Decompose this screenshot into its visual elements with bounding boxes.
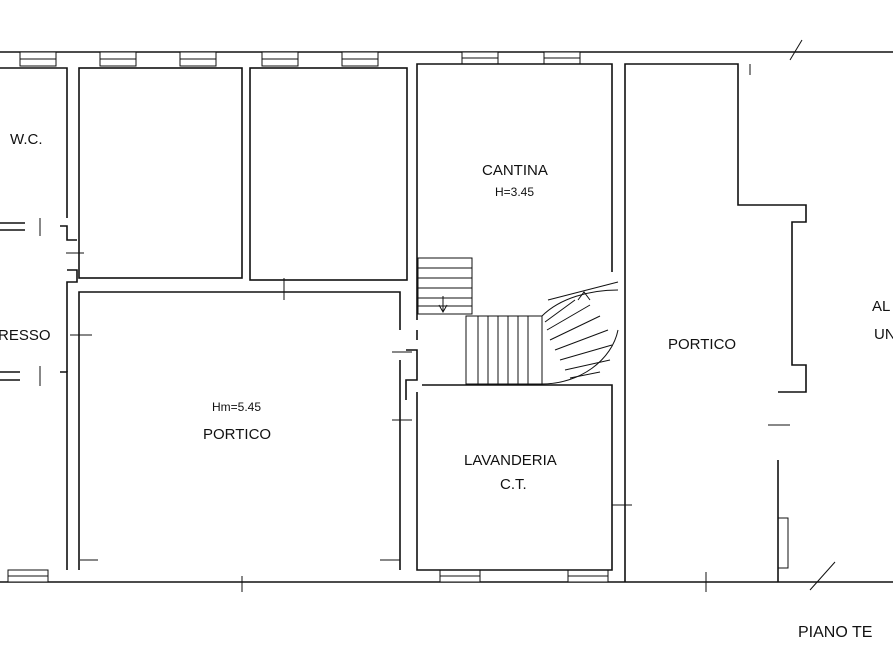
floor-title: PIANO TE (798, 624, 872, 641)
portico-main-height: Hm=5.45 (212, 400, 261, 414)
upper-rooms (78, 67, 408, 300)
portico-right-label: PORTICO (668, 336, 736, 353)
lavanderia-walls (416, 384, 632, 571)
top-windows (19, 51, 581, 67)
main-portico-walls (70, 291, 412, 592)
ingresso-label: RESSO (0, 327, 51, 344)
outer-walls (0, 51, 893, 583)
left-rooms (0, 67, 84, 570)
right-portico-walls (624, 39, 836, 592)
cantina-height: H=3.45 (495, 185, 534, 199)
cantina-walls (405, 63, 613, 400)
staircase (417, 257, 619, 385)
altra-unita-label-1: AL (872, 298, 890, 315)
altra-unita-label-2: UN (874, 326, 893, 343)
bottom-windows (7, 569, 609, 583)
lavanderia-ct-label: C.T. (500, 476, 527, 493)
portico-main-label: PORTICO (203, 426, 271, 443)
cantina-label: CANTINA (482, 162, 548, 179)
wc-label: W.C. (10, 131, 43, 148)
lavanderia-label: LAVANDERIA (464, 452, 557, 469)
